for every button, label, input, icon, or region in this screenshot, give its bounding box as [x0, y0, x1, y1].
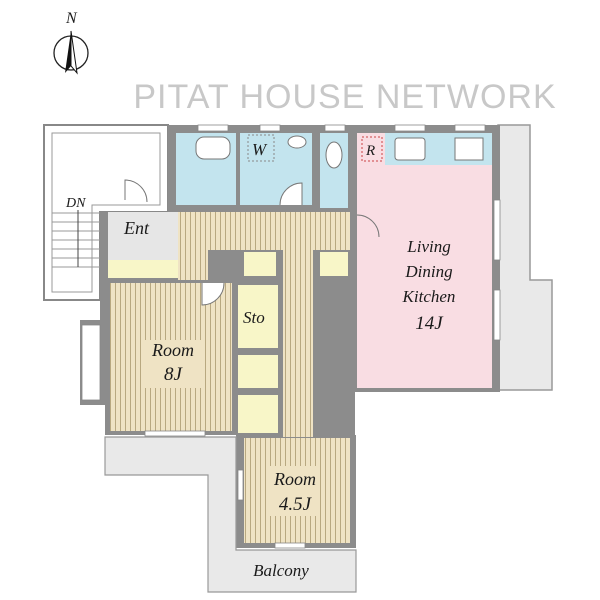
room2-name: Room: [273, 469, 316, 489]
toilet-icon: [325, 141, 343, 169]
watermark: PITAT HOUSE NETWORK: [133, 78, 556, 116]
ldk-label-line2: Dining: [404, 262, 452, 281]
closet: [320, 252, 348, 276]
storage: [238, 395, 278, 433]
room-door-icon: [201, 282, 225, 306]
washing-machine-space: [247, 134, 275, 162]
door-swing-icon: [279, 182, 303, 206]
front-door-icon: [124, 179, 148, 203]
windows: [81, 124, 501, 549]
room1-name: Room: [151, 340, 194, 360]
compass-label: N: [65, 10, 78, 27]
storage: [238, 285, 278, 348]
balcony: [104, 436, 357, 593]
refrigerator-space: [361, 136, 383, 162]
washroom-label: W: [252, 140, 268, 159]
entrance: [108, 212, 178, 260]
living-dining-kitchen: [357, 133, 492, 388]
entrance-label: Ent: [123, 218, 150, 238]
ldk-door-icon: [356, 214, 380, 238]
ldk-size: 14J: [415, 313, 444, 334]
refrigerator-label: R: [365, 143, 375, 159]
storage: [238, 355, 278, 388]
closet: [244, 252, 276, 276]
room2-size: 4.5J: [279, 494, 313, 515]
kitchen-sink-icon: [394, 137, 426, 161]
ldk-label-line1: Living: [406, 237, 450, 256]
corridor: [283, 212, 313, 437]
stove-icon: [454, 137, 484, 161]
north-arrow-icon: [53, 30, 89, 75]
balcony-label: Balcony: [253, 561, 309, 580]
sink-icon: [287, 135, 307, 149]
bathtub-icon: [195, 136, 231, 160]
side-balcony: [497, 124, 553, 391]
shoe-cabinet: [108, 260, 178, 278]
stairs-label: DN: [65, 196, 86, 211]
ldk-label-line3: Kitchen: [402, 287, 456, 306]
storage-label: Sto: [243, 308, 265, 327]
room1-size: 8J: [164, 364, 184, 385]
